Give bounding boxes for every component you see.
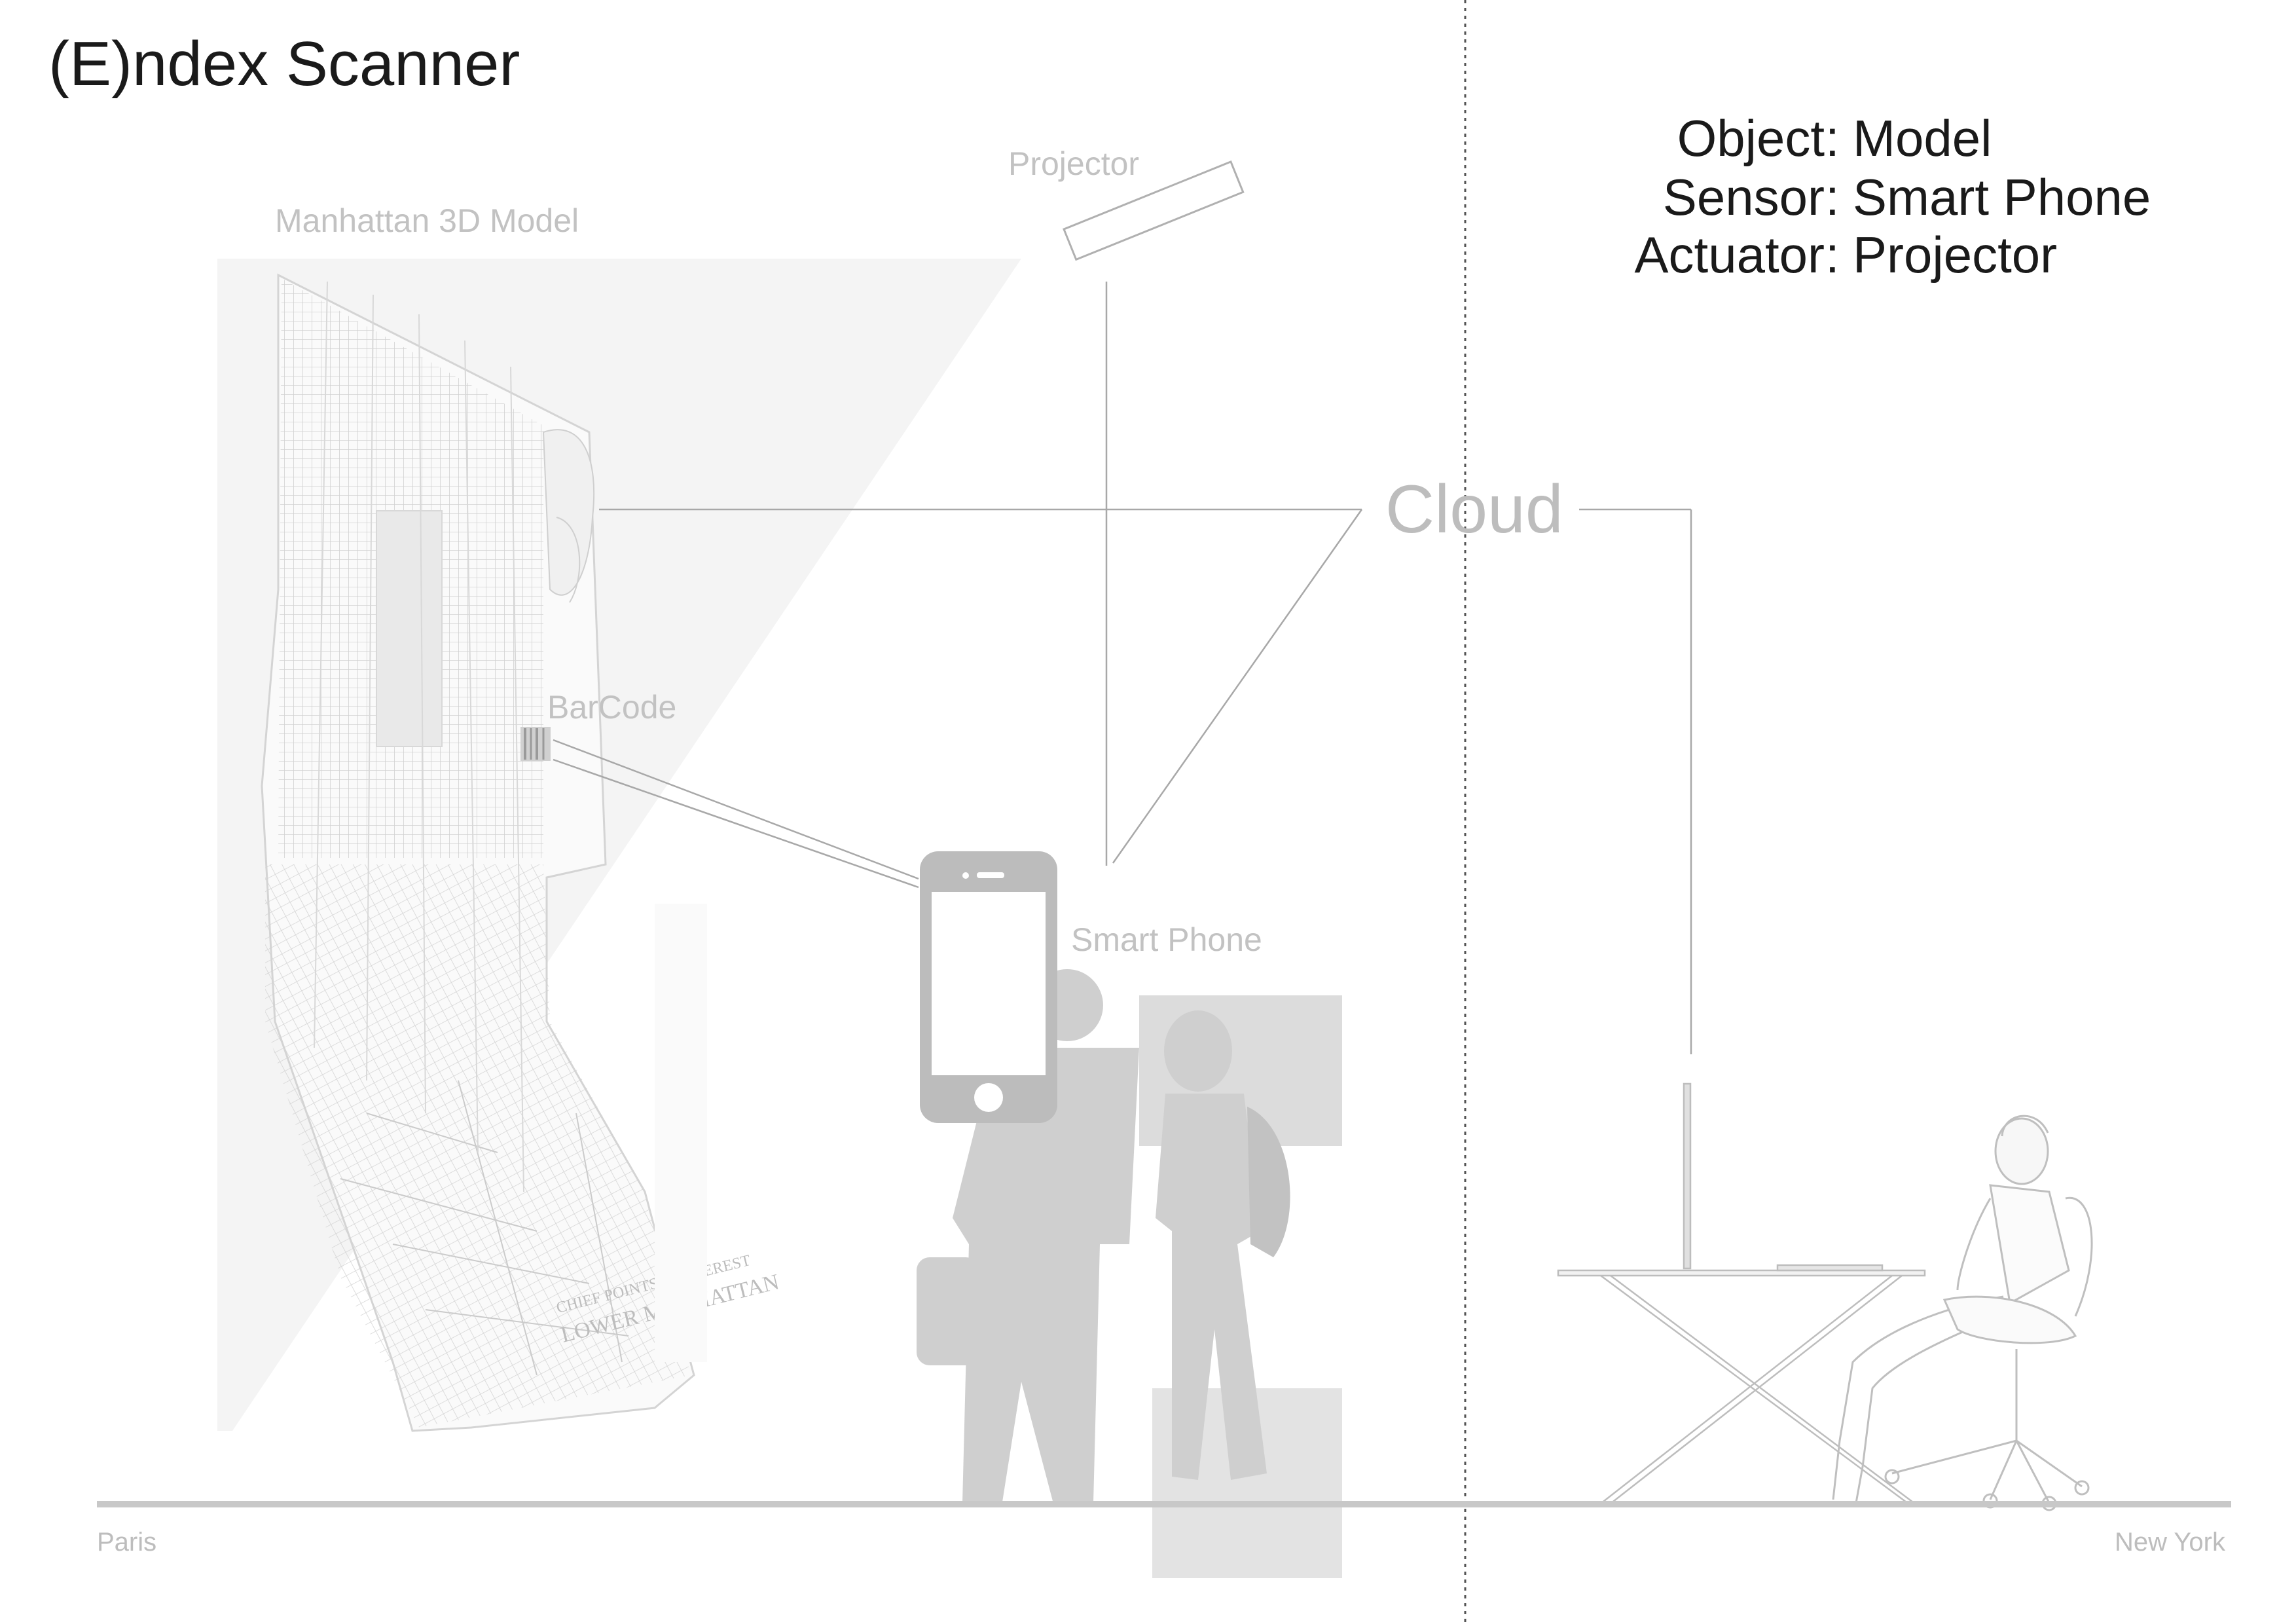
map-illustration [261, 273, 695, 1432]
legend-colon: : [1825, 109, 1840, 167]
legend-value: Projector [1853, 226, 2058, 284]
smartphone-icon [920, 851, 1057, 1123]
projector-label: Projector [1008, 145, 1140, 182]
barcode-icon [520, 727, 551, 761]
location-right-label: New York [2115, 1528, 2225, 1557]
legend-value: Smart Phone [1853, 168, 2151, 226]
people-silhouettes [655, 904, 1342, 1578]
cloud-label: Cloud [1385, 471, 1563, 547]
projector-icon [1063, 160, 1245, 261]
desk-with-monitor [1557, 1082, 1926, 1507]
legend-value: Model [1853, 109, 1992, 167]
location-left-label: Paris [97, 1528, 157, 1557]
legend-row-sensor: Sensor : Smart Phone [0, 172, 2296, 231]
model-label: Manhattan 3D Model [275, 202, 579, 239]
smart-phone-label: Smart Phone [1071, 921, 1262, 958]
legend-label: Sensor [1662, 168, 1825, 226]
legend-label: Object [1677, 109, 1825, 167]
barcode-label: BarCode [547, 689, 677, 726]
legend-colon: : [1825, 226, 1840, 284]
legend-colon: : [1825, 168, 1840, 226]
legend-label: Actuator [1634, 226, 1825, 284]
connector-lines [553, 282, 1692, 1054]
seated-person-illustration [1823, 1115, 2093, 1511]
page-title: (E)ndex Scanner [48, 29, 520, 99]
legend-row-object: Object : Model [0, 113, 2296, 172]
legend-row-actuator: Actuator : Projector [0, 229, 2296, 288]
